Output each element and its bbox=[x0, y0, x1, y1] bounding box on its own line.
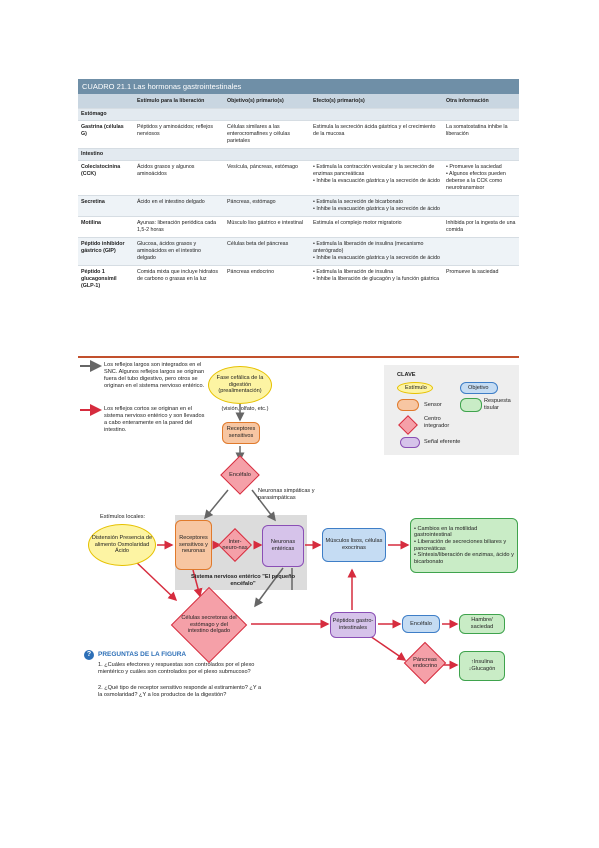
secretory-cells-label: Células secretoras del estómago y del in… bbox=[181, 615, 237, 635]
section-label: Estómago bbox=[78, 108, 519, 121]
table-cell-target: Páncreas, estómago bbox=[224, 195, 310, 217]
vision-note: (visión, olfato, etc.) bbox=[221, 406, 269, 412]
question-icon: ? bbox=[84, 650, 94, 660]
cephalic-phase: Fase cefálica de la digestión (prealimen… bbox=[208, 366, 272, 404]
insulin-glucagon: ↑Insulina ↓Glucagón bbox=[459, 651, 505, 681]
table-cell-other: La somatostatina inhibe la liberación bbox=[443, 120, 519, 149]
receptors-neurons: Receptores sensitivos y neuronas bbox=[175, 520, 212, 570]
legend-integrator: Centro integrador bbox=[424, 416, 450, 429]
table-row: Gastrina (células G)Péptidos y aminoácid… bbox=[78, 120, 519, 149]
enteric-system-label: Sistema nervioso entérico "El pequeño en… bbox=[191, 574, 295, 587]
table-cell-hormone: Colecistocinina (CCK) bbox=[78, 160, 134, 196]
table-cell-stimulus: Glucosa, ácidos grasos y aminoácidos en … bbox=[134, 237, 224, 266]
table-cell-effect: • Estimula la secreción de bicarbonato •… bbox=[310, 195, 443, 217]
legend-efferent-swatch bbox=[400, 437, 420, 448]
gi-peptides: Péptidos gastro-intestinales bbox=[330, 612, 376, 638]
legend-stimulus: Estímulo bbox=[405, 385, 427, 391]
table-cell-effect: • Estimula la liberación de insulina (me… bbox=[310, 237, 443, 266]
table-cell-target: Células similares a las enterocromafines… bbox=[224, 120, 310, 149]
table-row: Péptido 1 glucagonsímil (GLP-1)Comida mi… bbox=[78, 265, 519, 293]
legend-stimulus-swatch bbox=[397, 382, 433, 394]
table-cell-target: Vesícula, páncreas, estómago bbox=[224, 160, 310, 196]
legend-target: Objetivo bbox=[468, 385, 489, 391]
table-cell-other: Promueve la saciedad bbox=[443, 265, 519, 293]
legend-target-swatch bbox=[460, 382, 498, 394]
interneurons-label: Inter-neuro-nas bbox=[222, 538, 248, 551]
short-reflex-note: Los reflejos cortos se originan en el si… bbox=[104, 406, 205, 433]
table-cell-stimulus: Ayunas: liberación periódica cada 1,5-2 … bbox=[134, 216, 224, 238]
table-cell-stimulus: Comida mixta que incluye hidratos de car… bbox=[134, 265, 224, 293]
table-cell-effect: Estimula la secreción ácida gástrica y e… bbox=[310, 120, 443, 149]
question-1: 1. ¿Cuáles efectores y respuestas son co… bbox=[98, 662, 255, 675]
legend-response: Respuesta tisular bbox=[484, 398, 511, 411]
local-stimuli-label: Estímulos locales: bbox=[100, 514, 146, 520]
table-section-row: Intestino bbox=[78, 148, 519, 161]
column-header bbox=[78, 94, 134, 109]
smooth-muscle: Músculos lisos, células exocrinas bbox=[322, 528, 386, 562]
sensory-receptors: Receptores sensitivos bbox=[222, 422, 260, 444]
long-reflex-note: Los reflejos largos son integrados en el… bbox=[104, 362, 205, 389]
pancreas-label: Páncreas endocrino bbox=[412, 656, 438, 669]
legend-sensor: Sensor bbox=[424, 402, 442, 408]
glucagon-label: ↓Glucagón bbox=[468, 666, 496, 672]
local-stimuli: Distensión Presencia de alimento Osmolar… bbox=[88, 524, 156, 566]
table-cell-effect: Estimula el complejo motor migratorio bbox=[310, 216, 443, 238]
table-title: CUADRO 21.1 Las hormonas gastrointestina… bbox=[78, 79, 519, 94]
hormones-table: Estímulo para la liberación Objetivo(s) … bbox=[78, 94, 519, 293]
table-row: Péptido inhibidor gástrico (GIP)Glucosa,… bbox=[78, 237, 519, 266]
table-row: Colecistocinina (CCK)Ácidos grasos y alg… bbox=[78, 160, 519, 196]
sympathetic-note: Neuronas simpáticas y parasimpáticas bbox=[258, 488, 315, 501]
table-header-row: Estímulo para la liberación Objetivo(s) … bbox=[78, 94, 519, 109]
table-cell-stimulus: Ácidos grasos y algunos aminoácidos bbox=[134, 160, 224, 196]
column-header: Objetivo(s) primario(s) bbox=[224, 94, 310, 109]
table-cell-other: Inhibida por la ingesta de una comida bbox=[443, 216, 519, 238]
table-cell-hormone: Motilina bbox=[78, 216, 134, 238]
table-section-row: Estómago bbox=[78, 108, 519, 121]
column-header: Estímulo para la liberación bbox=[134, 94, 224, 109]
effects-box: • Cambios en la motilidad gastrointestin… bbox=[410, 518, 518, 573]
enteric-neurons: Neuronas entéricas bbox=[262, 525, 304, 567]
section-label: Intestino bbox=[78, 148, 519, 161]
legend-title: CLAVE bbox=[397, 372, 416, 378]
legend-response-swatch bbox=[460, 398, 482, 412]
section-divider bbox=[78, 356, 519, 358]
column-header: Efecto(s) primario(s) bbox=[310, 94, 443, 109]
column-header: Otra información bbox=[443, 94, 519, 109]
questions-title: PREGUNTAS DE LA FIGURA bbox=[98, 651, 187, 658]
table-cell-target: Páncreas endocrino bbox=[224, 265, 310, 293]
insulin-label: ↑Insulina bbox=[470, 659, 494, 666]
table-cell-stimulus: Péptidos y aminoácidos; reflejos nervios… bbox=[134, 120, 224, 149]
table-cell-hormone: Péptido 1 glucagonsímil (GLP-1) bbox=[78, 265, 134, 293]
table-cell-other bbox=[443, 237, 519, 266]
table-cell-hormone: Secretina bbox=[78, 195, 134, 217]
table-cell-target: Células beta del páncreas bbox=[224, 237, 310, 266]
table-cell-effect: • Estimula la liberación de insulina • I… bbox=[310, 265, 443, 293]
brain-label-top: Encéfalo bbox=[229, 471, 251, 478]
table-cell-hormone: Péptido inhibidor gástrico (GIP) bbox=[78, 237, 134, 266]
hunger-satiety: Hambre/ saciedad bbox=[459, 614, 505, 634]
table-cell-effect: • Estimula la contracción vesicular y la… bbox=[310, 160, 443, 196]
table-cell-other: • Promueve la saciedad • Algunos efectos… bbox=[443, 160, 519, 196]
table-cell-hormone: Gastrina (células G) bbox=[78, 120, 134, 149]
question-2: 2. ¿Qué tipo de receptor sensitivo respo… bbox=[98, 685, 262, 698]
table-cell-stimulus: Ácido en el intestino delgado bbox=[134, 195, 224, 217]
brain-target: Encéfalo bbox=[402, 615, 440, 633]
legend-sensor-swatch bbox=[397, 399, 419, 411]
legend-efferent: Señal eferente bbox=[424, 439, 461, 445]
table-cell-other bbox=[443, 195, 519, 217]
table-cell-target: Músculo liso gástrico e intestinal bbox=[224, 216, 310, 238]
